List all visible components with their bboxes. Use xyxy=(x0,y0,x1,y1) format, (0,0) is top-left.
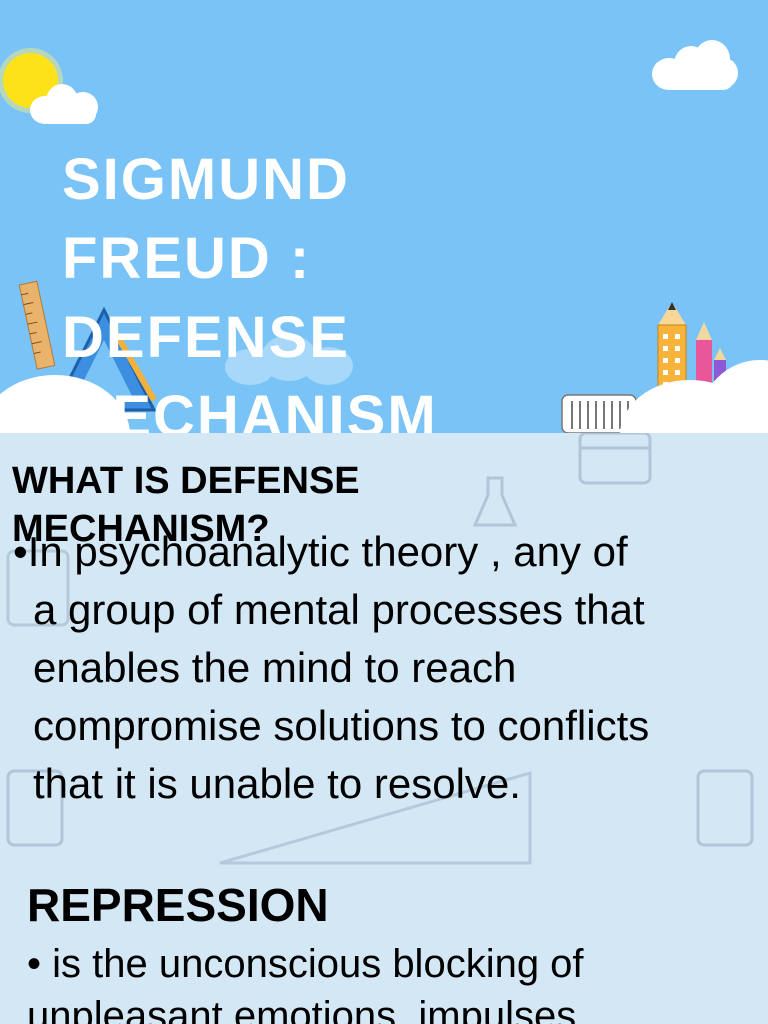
repression-line: unpleasant emotions, impulses, xyxy=(27,994,588,1024)
content-slide: WHAT IS DEFENSE MECHANISM? •In psychoana… xyxy=(0,433,768,1024)
book-icon xyxy=(6,549,70,627)
cloud-icon xyxy=(225,335,355,385)
definition-text: •In psychoanalytic theory , any of a gro… xyxy=(13,523,758,813)
title-slide: SIGMUND FREUD : DEFENSE MECHANISM xyxy=(0,0,768,433)
cloud-icon xyxy=(30,82,102,126)
book-icon xyxy=(6,769,64,847)
heading-line: WHAT IS DEFENSE xyxy=(12,460,360,502)
repression-line: • is the unconscious blocking of xyxy=(27,942,584,986)
ruler-icon xyxy=(18,280,56,370)
book-icon xyxy=(696,769,754,847)
page-title: SIGMUND FREUD : DEFENSE MECHANISM xyxy=(62,140,502,433)
title-line: SIGMUND xyxy=(62,147,350,212)
definition-line: a group of mental processes that xyxy=(33,586,645,633)
section-heading: WHAT IS DEFENSE MECHANISM? xyxy=(12,457,432,553)
title-line: DEFENSE xyxy=(62,305,350,370)
definition-line: •In psychoanalytic theory , any of xyxy=(13,528,628,575)
title-line: MECHANISM xyxy=(62,384,438,433)
definition-line: compromise solutions to conflicts xyxy=(33,702,650,749)
definition-line: enables the mind to reach xyxy=(33,644,517,691)
cloud-icon xyxy=(652,40,738,92)
repression-text: • is the unconscious blocking of unpleas… xyxy=(27,938,587,1024)
calendar-icon xyxy=(578,433,652,485)
heading-line: MECHANISM? xyxy=(12,508,270,550)
repression-title: REPRESSION xyxy=(27,879,329,931)
triangle-ruler-icon xyxy=(219,771,532,865)
title-line: FREUD : xyxy=(62,226,312,291)
flask-icon xyxy=(472,476,518,527)
definition-line: that it is unable to resolve. xyxy=(33,760,521,807)
